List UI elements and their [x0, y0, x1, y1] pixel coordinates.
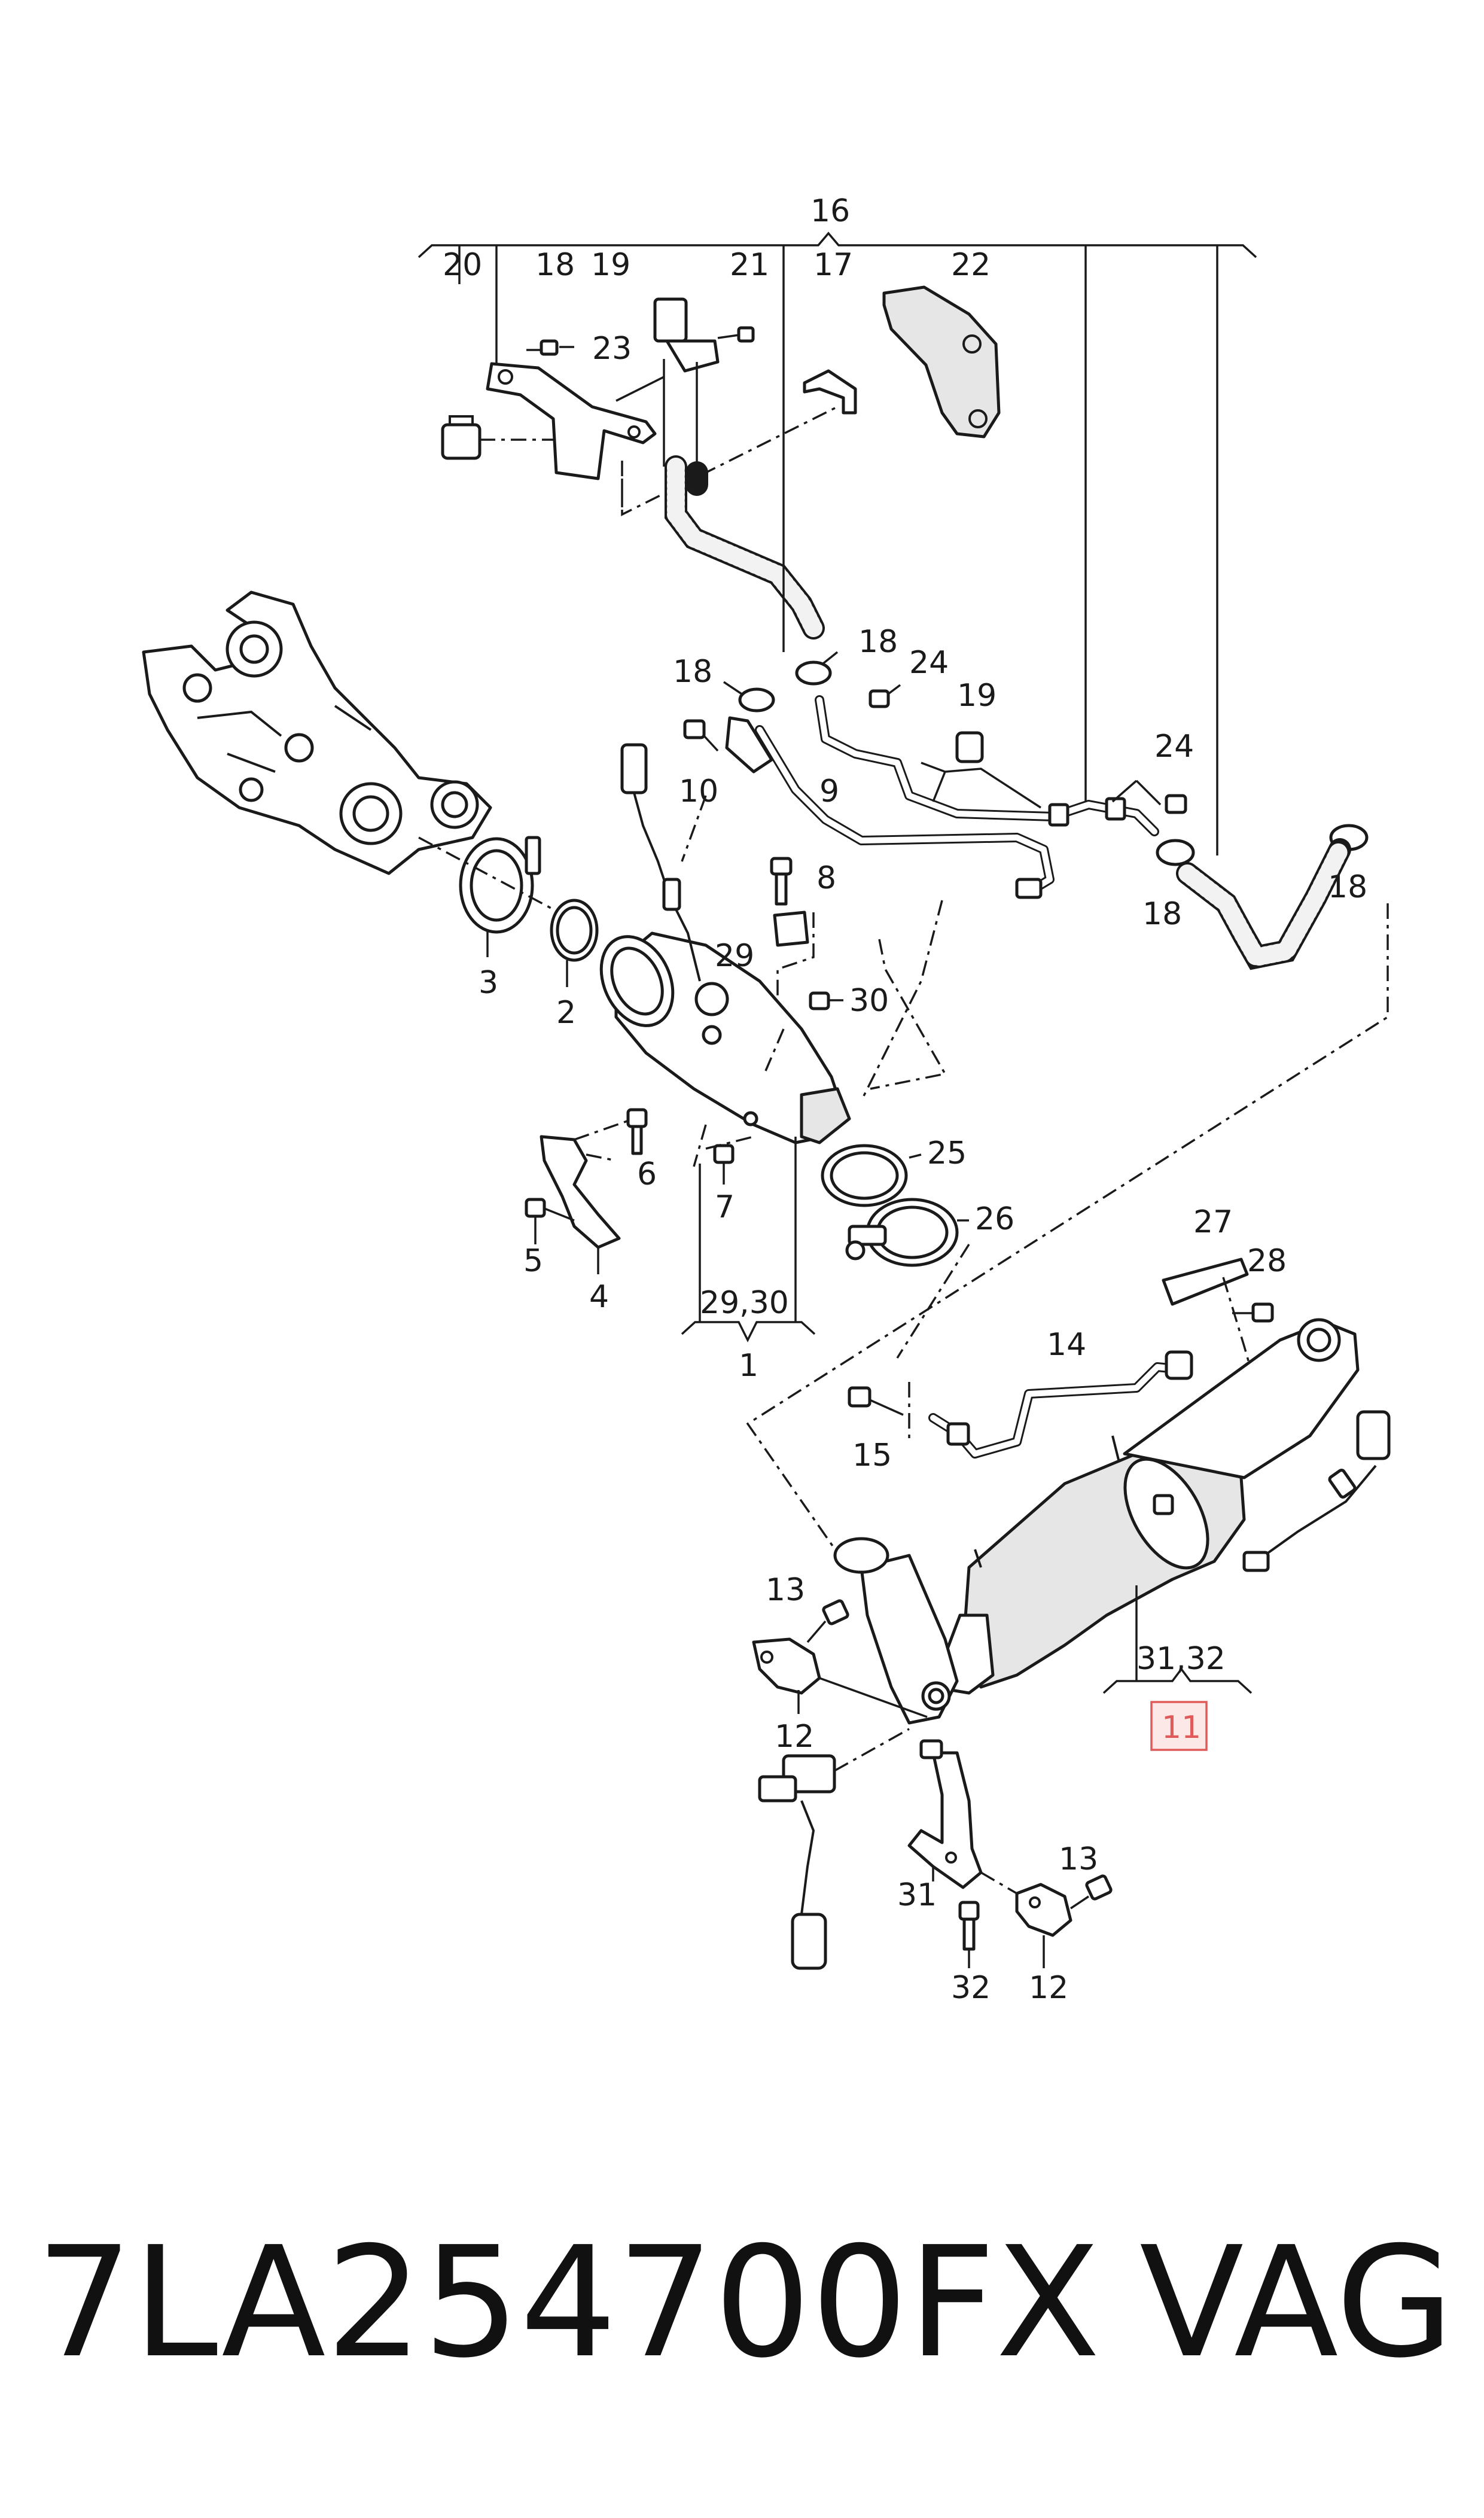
brand-name: VAG [1139, 2214, 1454, 2392]
part-3-clamp [459, 836, 541, 957]
part-32-bolt [958, 1901, 980, 1968]
part-10-bolt [683, 716, 773, 774]
part-28-bolt [1232, 1302, 1274, 1323]
part-sensor-right [1242, 1410, 1391, 1572]
label-23: 23 [592, 331, 632, 367]
part-19-clip-mid [921, 731, 1041, 809]
part-13-bolt-left [806, 1599, 849, 1643]
part-hose-right [1176, 838, 1351, 970]
part-13-bolt-right [1070, 1874, 1113, 1910]
part-8-bolt [770, 857, 793, 906]
turbocharger [142, 590, 492, 875]
part-23-bolt [526, 339, 574, 356]
label-10: 10 [679, 774, 718, 809]
label-18-top: 18 [535, 247, 575, 283]
part-18-clamps-upper [723, 651, 839, 713]
label-28: 28 [1247, 1243, 1287, 1279]
part-22-heat-shield [882, 285, 1001, 439]
part-25-gasket [821, 1144, 922, 1207]
label-31-32: 31,32 [1136, 1641, 1226, 1677]
label-6: 6 [637, 1156, 657, 1192]
part-6-bolt [626, 1108, 648, 1155]
part-21-sensor-connector [615, 297, 755, 467]
label-18-lower: 18 [1142, 896, 1182, 932]
part-24-bolt-upper [869, 684, 901, 708]
part-2-gasket [550, 899, 599, 987]
label-19-top: 19 [591, 247, 630, 283]
part-1-catalytic-converter [599, 931, 851, 1144]
label-13-left: 13 [766, 1572, 805, 1608]
label-3: 3 [479, 965, 498, 1001]
label-29-30: 29,30 [700, 1285, 789, 1321]
part-9-pipe [755, 725, 1055, 899]
label-15: 15 [852, 1438, 892, 1473]
label-31: 31 [897, 1877, 937, 1913]
bracket-31-32 [1102, 1585, 1253, 1694]
part-sensor-lower-left [758, 1728, 910, 1970]
part-14-pipe [928, 1350, 1193, 1459]
label-27: 27 [1193, 1204, 1233, 1240]
part-29-bracket [773, 911, 815, 1011]
label-18-left: 18 [673, 654, 712, 690]
label-12-left: 12 [775, 1719, 814, 1755]
label-24-mid: 24 [909, 645, 949, 681]
label-9: 9 [819, 774, 839, 809]
part-labels: 16 20 18 19 21 17 22 23 18 18 24 19 10 9… [443, 193, 1367, 2006]
part-12-mount-left [752, 1637, 928, 1718]
label-25: 25 [927, 1135, 967, 1171]
label-13-right: 13 [1059, 1841, 1098, 1877]
label-12-right: 12 [1029, 1970, 1068, 2006]
label-29: 29 [715, 938, 754, 974]
part-oxygen-sensor-upper [620, 743, 701, 982]
label-30: 30 [849, 983, 889, 1019]
part-17-clip [803, 369, 857, 415]
label-22: 22 [951, 247, 991, 283]
part-12-mount-right [980, 1871, 1072, 1968]
label-16: 16 [810, 193, 850, 229]
label-18-right: 18 [1328, 869, 1367, 905]
part-31-bracket [907, 1739, 983, 1889]
bracket-29-30 [681, 1137, 816, 1342]
label-18-mid: 18 [858, 624, 898, 660]
label-20: 20 [443, 247, 482, 283]
label-8: 8 [816, 860, 836, 896]
label-1: 1 [739, 1348, 758, 1384]
part-18-19-bracket [486, 362, 838, 516]
part-26-clamp [845, 1198, 969, 1267]
label-11[interactable]: 11 [1162, 1710, 1201, 1746]
part-number: 7LA254700FX [36, 2214, 1101, 2392]
part-24-bolt-right [1111, 780, 1187, 814]
label-4: 4 [589, 1279, 609, 1315]
label-14: 14 [1047, 1327, 1086, 1363]
part-15-bolt [848, 1382, 910, 1442]
part-11-diesel-particulate-filter [833, 1318, 1360, 1725]
part-7-bolt [693, 1124, 754, 1185]
part-20-clip [441, 415, 556, 460]
label-24-right: 24 [1154, 729, 1194, 765]
part-30-bolt [809, 991, 843, 1010]
label-19-mid: 19 [957, 678, 997, 714]
label-32: 32 [951, 1970, 991, 2006]
part-19-hose-upper [665, 455, 825, 640]
label-21: 21 [730, 247, 769, 283]
group-bracket-16 [418, 232, 1257, 855]
label-26: 26 [975, 1201, 1014, 1237]
label-17: 17 [813, 247, 853, 283]
part-5-bolt [525, 1198, 575, 1244]
label-7: 7 [715, 1189, 735, 1225]
part-pipe-upper-right [815, 695, 1159, 836]
label-5: 5 [523, 1243, 543, 1279]
part-11-highlight-box [1150, 1701, 1208, 1751]
label-2: 2 [556, 995, 576, 1031]
part-4-bracket [540, 1135, 621, 1274]
